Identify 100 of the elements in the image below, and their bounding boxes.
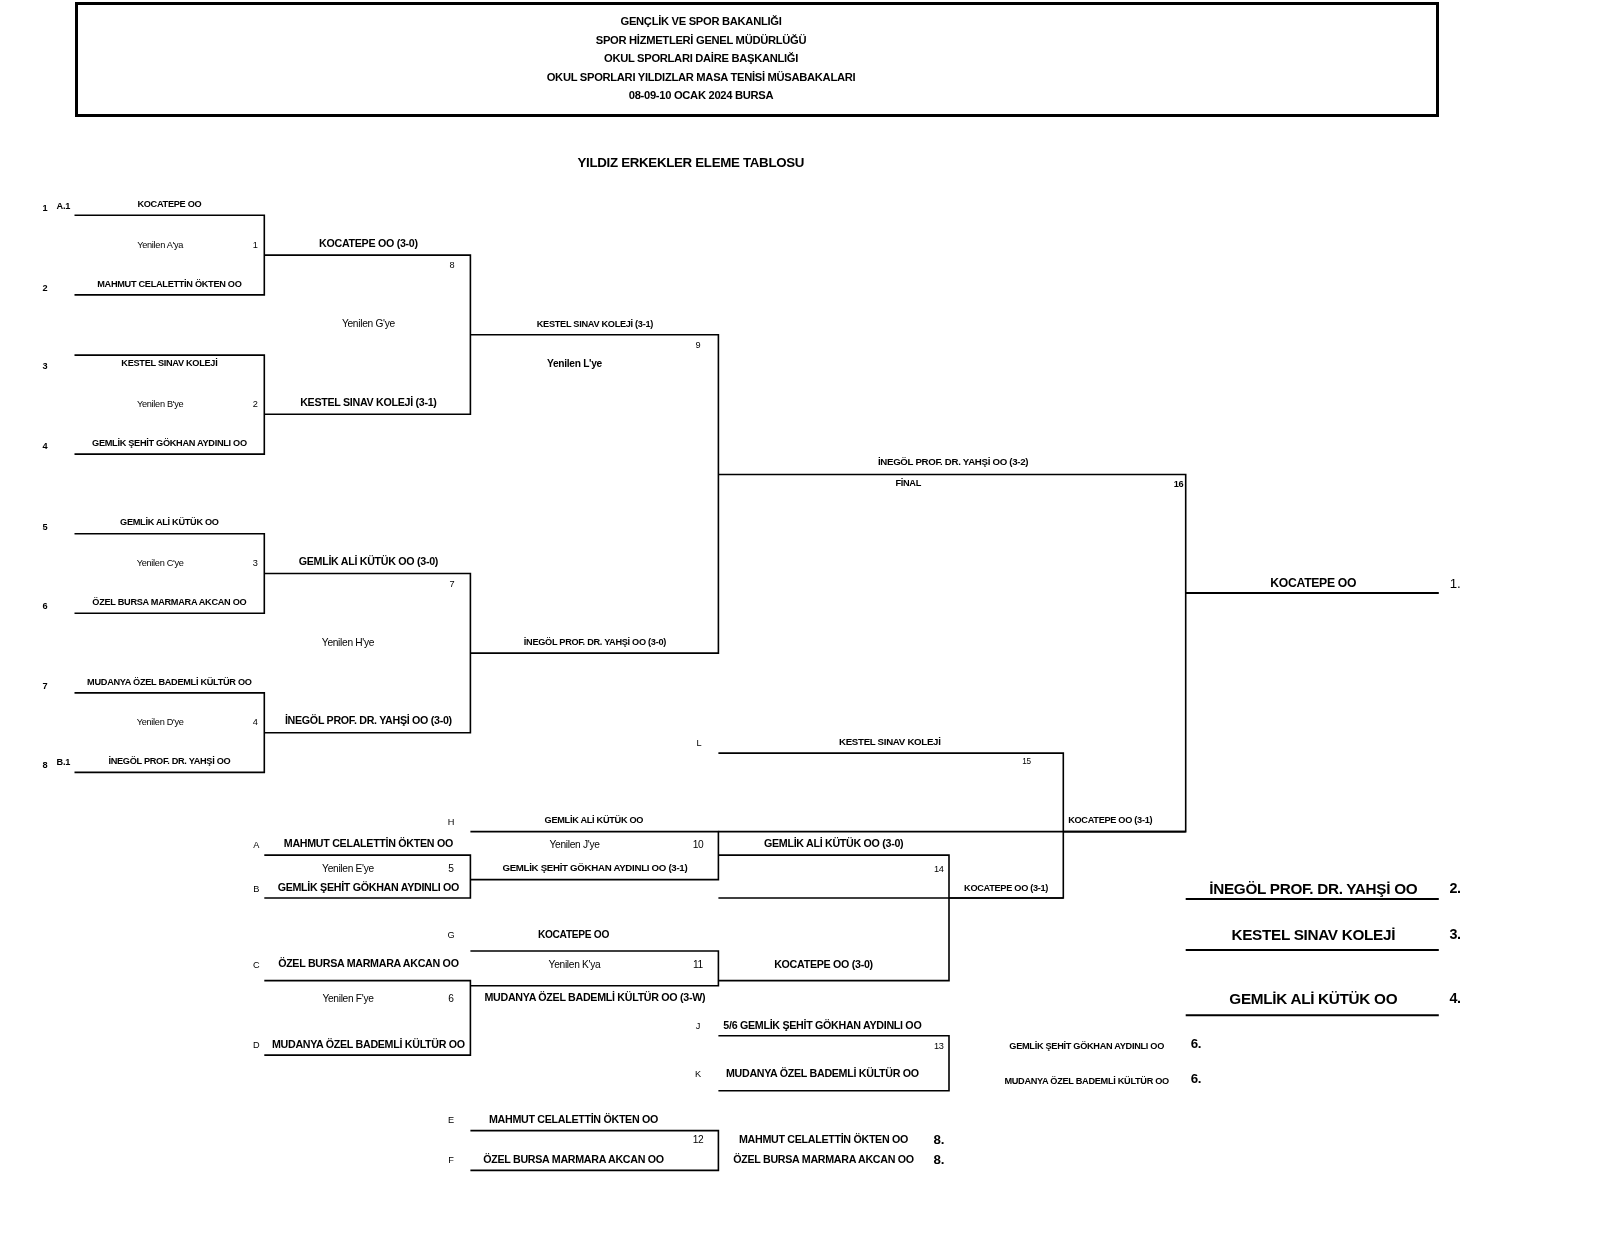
loser-note: Yenilen C'ye bbox=[136, 558, 184, 569]
team-name: ÖZEL BURSA MARMARA AKCAN OO bbox=[92, 596, 247, 608]
team-name: KOCATEPE OO bbox=[537, 929, 610, 941]
standing-team: KOCATEPE OO bbox=[1270, 577, 1357, 591]
match-result: GEMLİK ALİ KÜTÜK OO (3-0) bbox=[764, 838, 904, 850]
team-name: GEMLİK ALİ KÜTÜK OO bbox=[544, 815, 644, 826]
seed-number: 8 bbox=[42, 760, 48, 771]
match-number: 12 bbox=[692, 1134, 704, 1146]
slot-letter: H bbox=[447, 817, 455, 828]
match-result: KESTEL SINAV KOLEJİ (3-1) bbox=[536, 318, 653, 329]
loser-note: Yenilen A'ya bbox=[137, 239, 184, 250]
match-number: 1 bbox=[252, 239, 258, 250]
match-number: 4 bbox=[252, 717, 258, 728]
match-number: 5 bbox=[448, 863, 454, 875]
match-number: 3 bbox=[252, 558, 258, 569]
header-text: SPOR HİZMETLERİ GENEL MÜDÜRLÜĞÜ bbox=[595, 33, 807, 46]
round-label: FİNAL bbox=[895, 477, 921, 488]
match-result: İNEGÖL PROF. DR. YAHŞİ OO (3-0) bbox=[284, 715, 452, 728]
team-name: ÖZEL BURSA MARMARA AKCAN OO bbox=[483, 1154, 664, 1167]
seed-number: 1 bbox=[42, 203, 48, 214]
loser-note: Yenilen D'ye bbox=[136, 717, 184, 728]
loser-note: Yenilen G'ye bbox=[341, 317, 395, 330]
placement-number: 3. bbox=[1449, 926, 1461, 943]
match-number: 11 bbox=[693, 959, 703, 971]
standing-team: İNEGÖL PROF. DR. YAHŞİ OO bbox=[1209, 880, 1418, 898]
match-number: 16 bbox=[1173, 478, 1184, 489]
match-result: KOCATEPE OO (3-0) bbox=[319, 238, 418, 250]
placement-number: 8. bbox=[933, 1132, 945, 1148]
match-number: 10 bbox=[692, 839, 704, 851]
team-name: GEMLİK ALİ KÜTÜK OO bbox=[120, 517, 219, 528]
loser-note: Yenilen H'ye bbox=[321, 637, 375, 649]
team-name: MAHMUT CELALETTİN ÖKTEN OO bbox=[97, 278, 242, 289]
placement-number: 6. bbox=[1190, 1036, 1202, 1052]
slot-letter: E bbox=[448, 1115, 454, 1126]
slot-letter: D bbox=[252, 1039, 260, 1050]
team-name: MAHMUT CELALETTİN ÖKTEN OO bbox=[488, 1114, 659, 1127]
placement-number: 2. bbox=[1449, 880, 1461, 897]
loser-note: Yenilen B'ye bbox=[137, 399, 184, 410]
match-number: 6 bbox=[448, 993, 454, 1005]
match-result: KOCATEPE OO (3-0) bbox=[774, 959, 873, 972]
team-name: ÖZEL BURSA MARMARA AKCAN OO bbox=[278, 958, 459, 971]
slot-letter: A bbox=[253, 839, 259, 850]
match-number: 9 bbox=[695, 339, 701, 350]
team-name: 5/6 GEMLİK ŞEHİT GÖKHAN AYDINLI OO bbox=[723, 1019, 922, 1032]
loser-note: Yenilen L'ye bbox=[547, 358, 602, 370]
slot-letter: F bbox=[448, 1155, 454, 1166]
team-name: KESTEL SINAV KOLEJİ bbox=[121, 358, 218, 369]
standing-team: GEMLİK ALİ KÜTÜK OO bbox=[1229, 990, 1398, 1008]
slot-letter: L bbox=[696, 737, 702, 748]
team-name: MUDANYA ÖZEL BADEMLİ KÜLTÜR OO bbox=[271, 1039, 465, 1051]
team-name: MAHMUT CELALETTİN ÖKTEN OO bbox=[283, 838, 453, 850]
team-name: MUDANYA ÖZEL BADEMLİ KÜLTÜR OO bbox=[87, 676, 252, 687]
seed-number: 7 bbox=[42, 680, 48, 691]
bracket-title: YILDIZ ERKEKLER ELEME TABLOSU bbox=[577, 156, 805, 171]
team-name: KOCATEPE OO bbox=[137, 199, 202, 210]
header-text: 08-09-10 OCAK 2024 BURSA bbox=[628, 88, 774, 102]
loser-note: Yenilen F'ye bbox=[322, 993, 374, 1005]
match-result: KESTEL SINAV KOLEJİ (3-1) bbox=[300, 397, 437, 409]
slot-letter: B bbox=[253, 883, 259, 894]
standing-team: GEMLİK ŞEHİT GÖKHAN AYDINLI OO bbox=[1009, 1040, 1165, 1051]
header-text: OKUL SPORLARI DAİRE BAŞKANLIĞI bbox=[604, 52, 798, 65]
placement-number: 1. bbox=[1449, 576, 1461, 591]
standing-team: ÖZEL BURSA MARMARA AKCAN OO bbox=[733, 1154, 914, 1167]
match-number: 14 bbox=[934, 864, 944, 875]
seed-number: B.1 bbox=[56, 757, 70, 768]
seed-number: 6 bbox=[42, 601, 48, 612]
seed-number: 3 bbox=[42, 361, 48, 372]
match-number: 7 bbox=[449, 578, 455, 589]
seed-number: 2 bbox=[42, 282, 48, 293]
standing-team: MUDANYA ÖZEL BADEMLİ KÜLTÜR OO bbox=[1004, 1075, 1169, 1086]
seed-number: 5 bbox=[42, 521, 48, 532]
match-result: GEMLİK ALİ KÜTÜK OO (3-0) bbox=[298, 556, 439, 569]
team-name: İNEGÖL PROF. DR. YAHŞİ OO bbox=[108, 756, 231, 767]
team-name: GEMLİK ŞEHİT GÖKHAN AYDINLI OO bbox=[277, 881, 460, 894]
placement-number: 8. bbox=[933, 1152, 945, 1168]
placement-number: 4. bbox=[1449, 991, 1461, 1007]
slot-letter: G bbox=[447, 929, 455, 940]
standing-team: KESTEL SINAV KOLEJİ bbox=[1231, 926, 1396, 944]
loser-note: Yenilen E'ye bbox=[322, 863, 374, 875]
slot-letter: C bbox=[252, 960, 260, 971]
team-name: KESTEL SINAV KOLEJİ bbox=[839, 736, 941, 748]
match-result: MUDANYA ÖZEL BADEMLİ KÜLTÜR OO (3-W) bbox=[484, 992, 706, 1004]
match-number: 13 bbox=[934, 1040, 944, 1051]
seed-number: A.1 bbox=[56, 201, 70, 212]
match-result: İNEGÖL PROF. DR. YAHŞİ OO (3-2) bbox=[877, 456, 1029, 468]
header-text: GENÇLİK VE SPOR BAKANLIĞI bbox=[620, 15, 782, 28]
match-result: İNEGÖL PROF. DR. YAHŞİ OO (3-0) bbox=[523, 636, 666, 647]
match-result: KOCATEPE OO (3-1) bbox=[1068, 815, 1153, 826]
header-text: OKUL SPORLARI YILDIZLAR MASA TENİSİ MÜSABAKALARI bbox=[546, 70, 856, 83]
standing-team: MAHMUT CELALETTİN ÖKTEN OO bbox=[738, 1133, 909, 1146]
seed-number: 4 bbox=[42, 440, 48, 451]
match-number: 2 bbox=[252, 399, 258, 410]
slot-letter: J bbox=[695, 1020, 701, 1031]
placement-number: 6. bbox=[1190, 1071, 1202, 1086]
loser-note: Yenilen K'ya bbox=[548, 959, 601, 971]
match-number: 15 bbox=[1022, 757, 1031, 767]
team-name: GEMLİK ŞEHİT GÖKHAN AYDINLI OO bbox=[92, 437, 247, 448]
match-result: GEMLİK ŞEHİT GÖKHAN AYDINLI OO (3-1) bbox=[502, 863, 688, 874]
slot-letter: K bbox=[695, 1068, 701, 1079]
match-result: KOCATEPE OO (3-1) bbox=[964, 882, 1049, 893]
